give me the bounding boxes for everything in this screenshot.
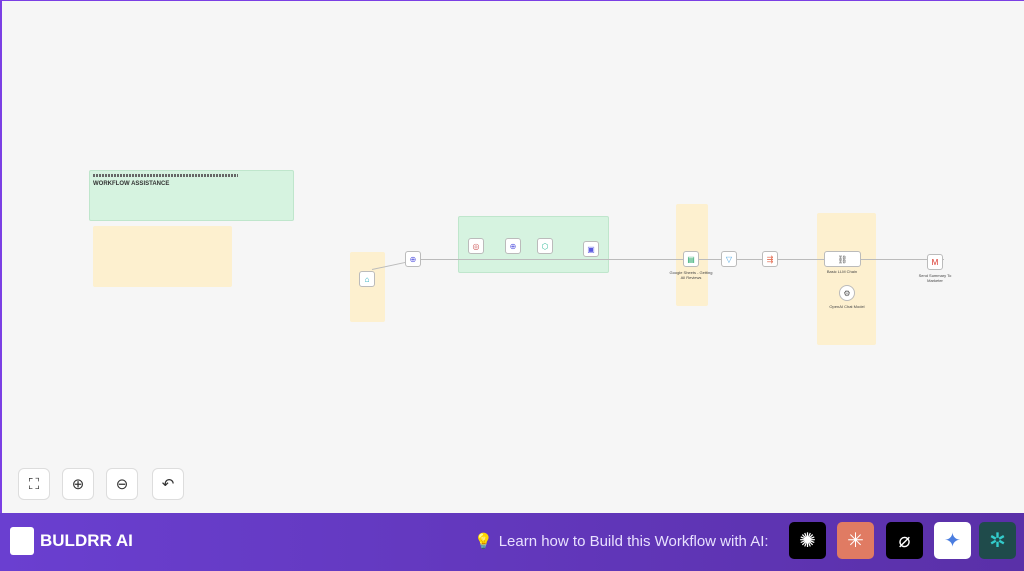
aggregate-node[interactable]: ⇶	[762, 251, 778, 267]
sticky-note-assistance: WORKFLOW ASSISTANCE	[89, 170, 294, 221]
perplexity-icon[interactable]: ✲	[979, 522, 1016, 559]
zoom-out-button[interactable]: ⊖	[106, 468, 138, 500]
lightbulb-icon: 💡	[474, 533, 493, 550]
claude-icon[interactable]: ✳	[837, 522, 874, 559]
zoom-in-button[interactable]: ⊕	[62, 468, 94, 500]
node-label: Send Summary To Marketer	[918, 273, 952, 283]
sticky-note-llm	[817, 213, 876, 345]
undo-button[interactable]: ↶	[152, 468, 184, 500]
note-title: WORKFLOW ASSISTANCE	[93, 181, 170, 187]
brand-name: BULDRR AI	[40, 531, 133, 550]
node-label: Basic LLM Chain	[826, 269, 858, 274]
node-label: OpenAI Chat Model	[829, 304, 865, 309]
sheets-icon: ▤	[687, 254, 695, 264]
brand-logo[interactable]: BULDRR AI	[10, 527, 133, 555]
google-sheets-node[interactable]: ▤	[683, 251, 699, 267]
trigger-node[interactable]: ⌂	[359, 271, 375, 287]
gmail-node[interactable]: M	[927, 254, 943, 270]
learn-text: Learn how to Build this Workflow with AI…	[498, 532, 769, 550]
openai-model-node[interactable]: ⚙	[839, 285, 855, 301]
buldrr-logo-icon	[10, 527, 34, 555]
llm-chain-node[interactable]: ⛓	[824, 251, 861, 267]
chain-icon: ⛓	[837, 254, 848, 264]
learn-link[interactable]: 💡 Learn how to Build this Workflow with …	[474, 532, 769, 551]
openai-icon: ⚙	[843, 288, 851, 298]
fit-view-button[interactable]: ⛶	[18, 468, 50, 500]
sticky-note-description	[93, 226, 232, 287]
workflow-canvas[interactable]: WORKFLOW ASSISTANCE ⌂ ⊕ ◎ ⊕ ⬡ ▣ ▤ Google…	[0, 0, 1024, 513]
if-node[interactable]: ⬡	[537, 238, 553, 254]
http-node-2[interactable]: ⊕	[505, 238, 521, 254]
footer-bar: BULDRR AI 💡 Learn how to Build this Work…	[0, 513, 1024, 571]
sticky-note-trigger	[350, 252, 385, 322]
gemini-icon[interactable]: ✦	[934, 522, 971, 559]
set-node[interactable]: ◎	[468, 238, 484, 254]
http-node-3[interactable]: ▣	[583, 241, 599, 257]
chatgpt-icon[interactable]: ✺	[789, 522, 826, 559]
node-label: Google Sheets - Getting All Reviews	[669, 270, 713, 280]
grok-icon[interactable]: ⌀	[886, 522, 923, 559]
divider	[93, 174, 238, 177]
http-request-node[interactable]: ⊕	[405, 251, 421, 267]
filter-node[interactable]: ▽	[721, 251, 737, 267]
gmail-icon: M	[931, 257, 939, 267]
